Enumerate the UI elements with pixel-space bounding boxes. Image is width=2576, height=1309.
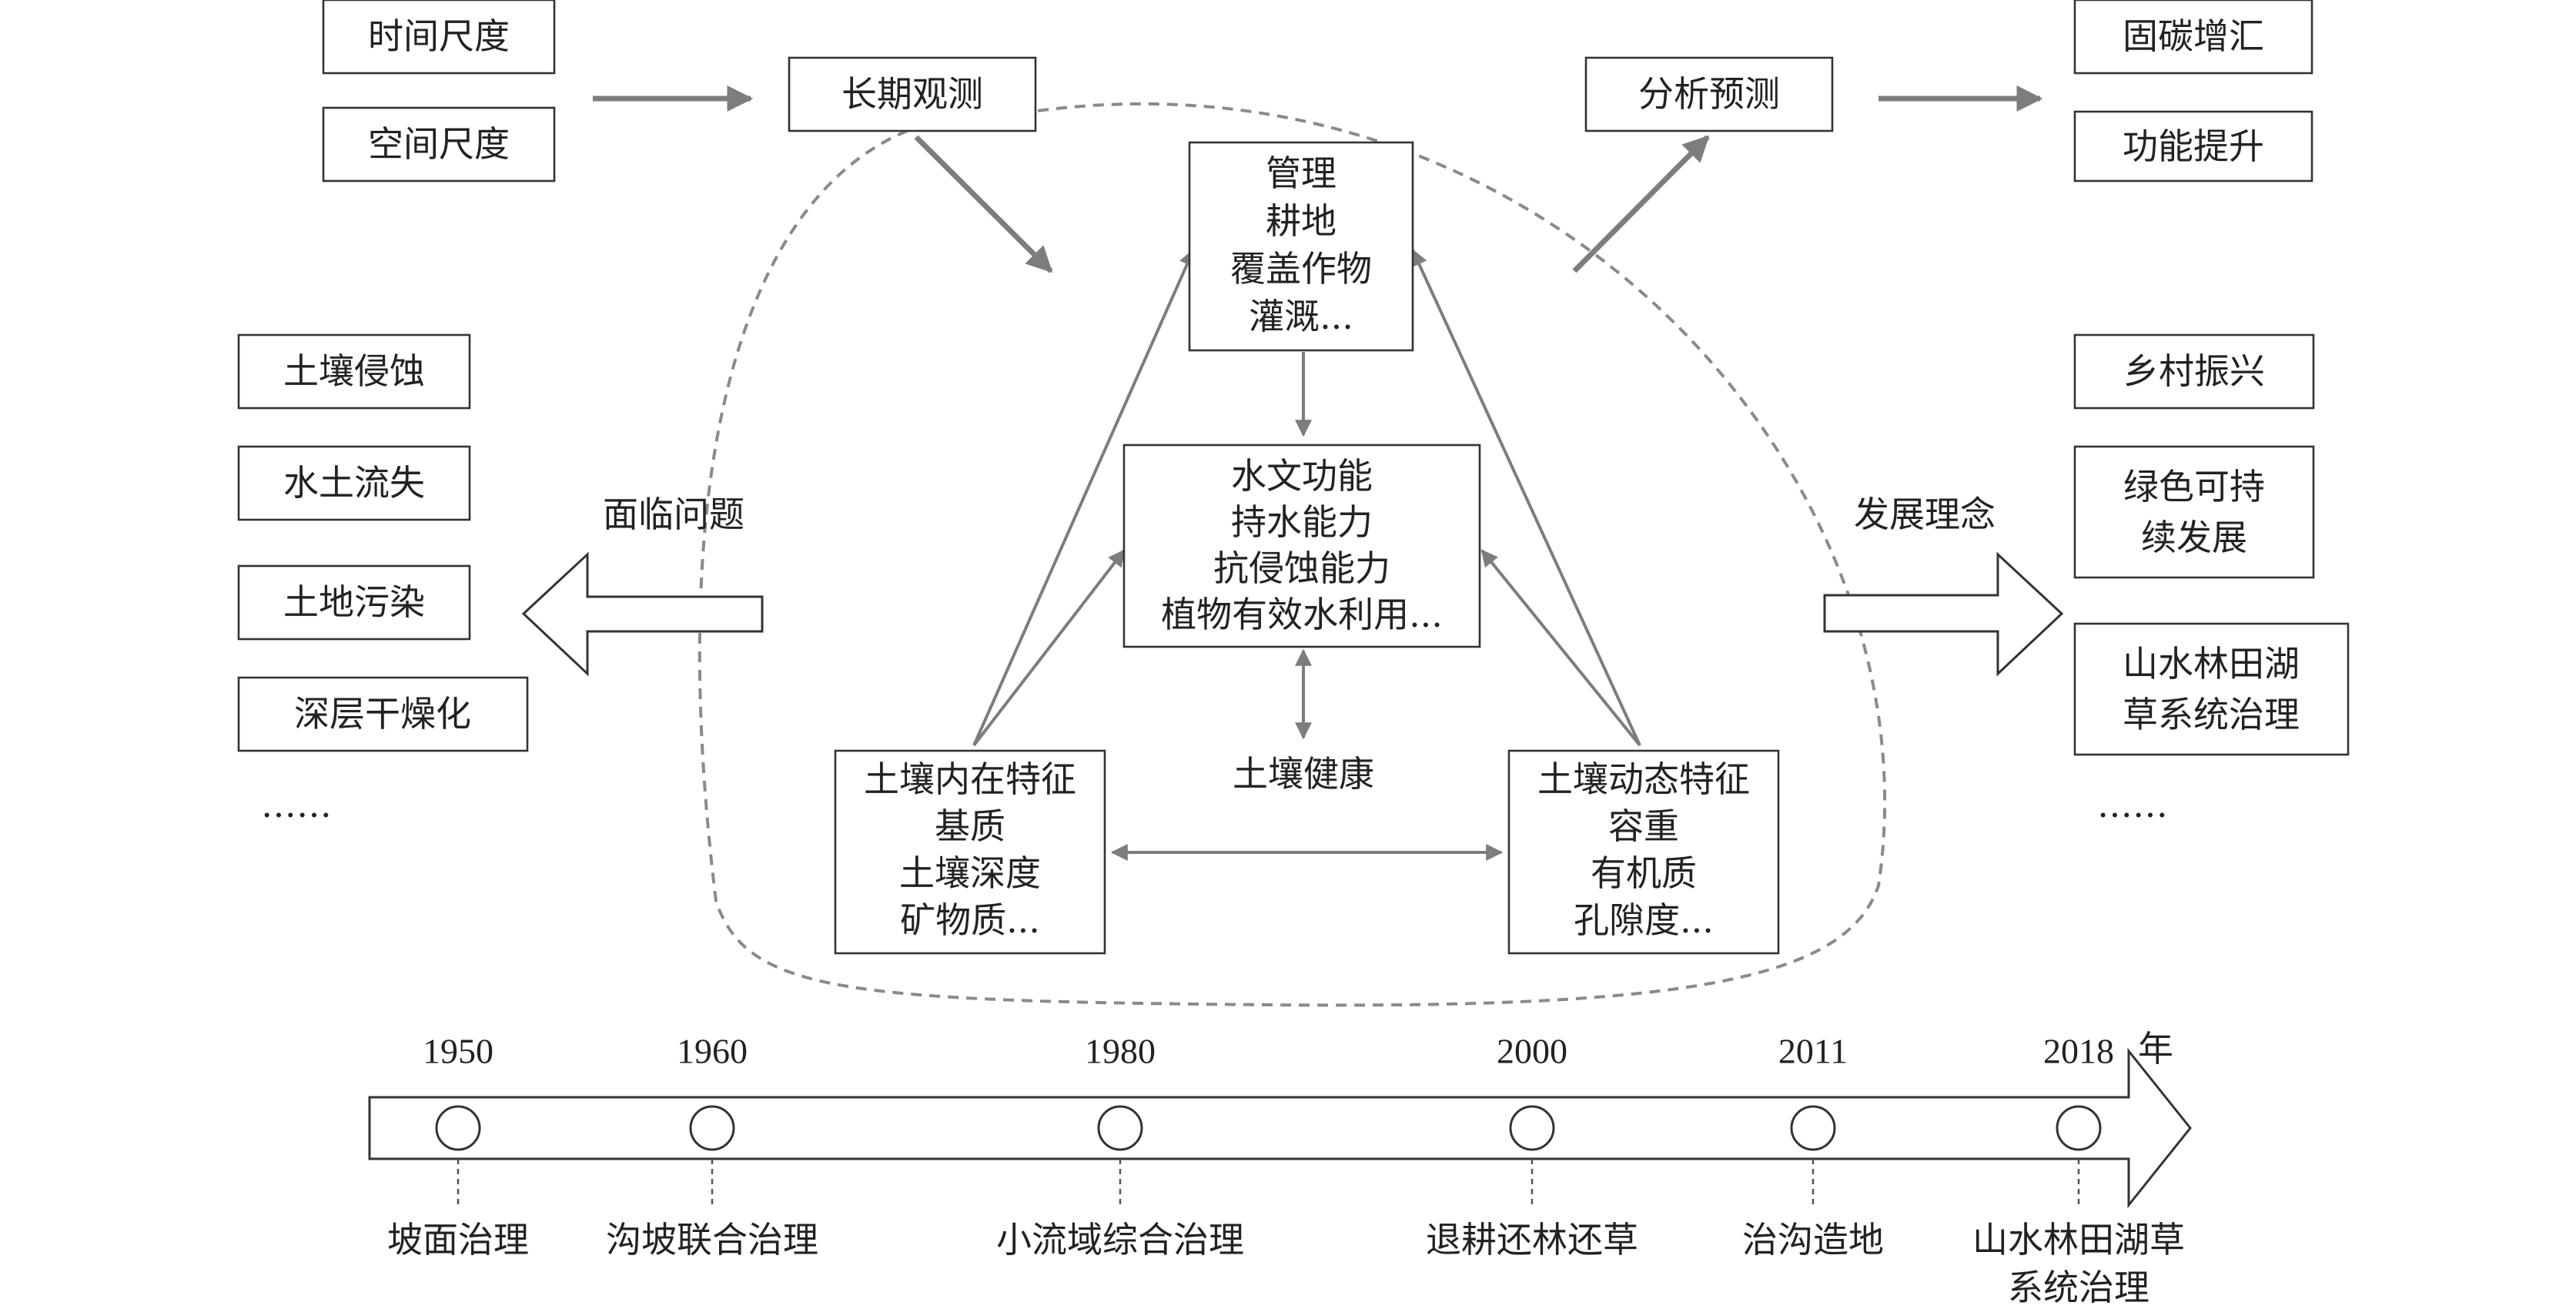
- node-circle-1960: [689, 1105, 735, 1151]
- problem-box-4: [237, 676, 529, 752]
- dynamic-line-1: 土壤动态特征: [1537, 758, 1750, 800]
- space-scale-box: [322, 106, 556, 182]
- arrow-inherent-to-management: [972, 248, 1196, 746]
- inherent-line-2: 基质: [935, 805, 1005, 847]
- concept-box-green: [2073, 445, 2315, 579]
- stage-2018-line1: 山水林田湖草: [1972, 1219, 2185, 1260]
- node-circle-1950: [435, 1105, 481, 1151]
- concepts-label: 发展理念: [1854, 494, 1996, 535]
- timeline-node-2000: 2000 退耕还林还草: [1426, 1032, 1638, 1261]
- dynamic-line-2: 容重: [1608, 805, 1679, 847]
- stage-1950: 坡面治理: [387, 1219, 529, 1260]
- management-line-4: 灌溉...: [1249, 296, 1353, 337]
- problem-text-4: 深层干燥化: [294, 693, 471, 735]
- year-1950: 1950: [423, 1032, 493, 1071]
- node-circle-1980: [1097, 1105, 1143, 1151]
- problem-text-1: 土壤侵蚀: [283, 350, 425, 392]
- concept-text-green-2: 续发展: [2141, 517, 2247, 558]
- management-line-3: 覆盖作物: [1230, 248, 1372, 290]
- timeline-node-1960: 1960 沟坡联合治理: [606, 1032, 818, 1261]
- stage-1980: 小流域综合治理: [996, 1219, 1244, 1260]
- dynamic-line-3: 有机质: [1591, 852, 1697, 894]
- stage-1960: 沟坡联合治理: [606, 1219, 818, 1260]
- problem-box-1: [237, 333, 471, 410]
- year-1960: 1960: [677, 1032, 748, 1071]
- arrow-dynamic-to-hydro: [1480, 549, 1641, 747]
- hydro-line-1: 水文功能: [1231, 455, 1373, 497]
- year-2018: 2018: [2043, 1032, 2114, 1071]
- management-box: [1188, 141, 1414, 352]
- hydro-line-4: 植物有效水利用...: [1161, 594, 1443, 635]
- dynamic-line-4: 孔隙度...: [1574, 899, 1714, 941]
- problem-ellipsis: ……: [261, 784, 332, 825]
- concept-box-rural: [2073, 333, 2315, 410]
- hydro-function-box: [1122, 444, 1481, 648]
- timeline-node-2011: 2011 治沟造地: [1742, 1032, 1884, 1261]
- function-improve-box: [2073, 110, 2313, 182]
- timeline-node-1950: 1950 坡面治理: [387, 1032, 529, 1261]
- problem-text-2: 水土流失: [283, 462, 425, 504]
- concept-text-system-1: 山水林田湖: [2123, 643, 2300, 685]
- space-scale-text: 空间尺度: [368, 123, 510, 165]
- timeline-unit: 年: [2138, 1028, 2173, 1070]
- analysis-prediction-box: [1584, 56, 1834, 132]
- dynamic-features-box: [1507, 749, 1780, 955]
- hydro-line-3: 抗侵蚀能力: [1213, 547, 1390, 589]
- carbon-sink-text: 固碳增汇: [2123, 15, 2264, 57]
- problem-text-3: 土地污染: [283, 581, 425, 623]
- problem-box-3: [237, 564, 471, 641]
- arrow-inherent-to-hydro: [972, 549, 1126, 747]
- hydro-line-2: 持水能力: [1231, 501, 1373, 543]
- problems-label: 面临问题: [603, 494, 744, 535]
- year-2000: 2000: [1497, 1032, 1567, 1071]
- year-2011: 2011: [1778, 1032, 1848, 1071]
- stage-2018-line2: 系统治理: [2008, 1267, 2149, 1308]
- node-circle-2011: [1790, 1105, 1836, 1151]
- concept-text-green-1: 绿色可持: [2123, 466, 2265, 507]
- node-circle-2018: [2056, 1105, 2102, 1151]
- inherent-line-3: 土壤深度: [899, 852, 1041, 894]
- arrow-observation-to-envelope: [914, 135, 1053, 273]
- inherent-line-1: 土壤内在特征: [864, 758, 1076, 800]
- year-1980: 1980: [1085, 1032, 1156, 1071]
- soil-health-boundary: [698, 102, 1887, 1007]
- node-circle-2000: [1509, 1105, 1555, 1151]
- concept-ellipsis: ……: [2097, 784, 2168, 825]
- analysis-prediction-text: 分析预测: [1638, 73, 1780, 115]
- time-scale-text: 时间尺度: [368, 15, 510, 57]
- long-term-observation-text: 长期观测: [841, 73, 983, 115]
- concept-text-system-2: 草系统治理: [2123, 694, 2300, 735]
- inherent-features-box: [834, 749, 1106, 955]
- inherent-line-4: 矿物质...: [900, 899, 1040, 941]
- problem-box-2: [237, 445, 471, 521]
- stage-2000: 退耕还林还草: [1426, 1219, 1638, 1260]
- carbon-sink-box: [2073, 0, 2313, 75]
- arrow-envelope-to-analysis: [1572, 135, 1710, 273]
- timeline-arrow: [368, 1047, 2192, 1209]
- problems-arrow: [521, 551, 764, 677]
- concepts-arrow: [1823, 551, 2064, 677]
- concept-box-system: [2073, 622, 2350, 756]
- timeline-node-2018: 2018 山水林田湖草 系统治理: [1972, 1032, 2185, 1309]
- management-line-2: 耕地: [1266, 200, 1337, 242]
- concept-text-rural: 乡村振兴: [2123, 350, 2265, 392]
- stage-2011: 治沟造地: [1742, 1219, 1884, 1260]
- time-scale-box: [322, 0, 556, 75]
- management-line-1: 管理: [1266, 152, 1337, 194]
- arrow-dynamic-to-management: [1411, 249, 1641, 746]
- soil-health-label: 土壤健康: [1233, 753, 1374, 795]
- timeline-node-1980: 1980 小流域综合治理: [996, 1032, 1244, 1261]
- function-improve-text: 功能提升: [2123, 126, 2264, 167]
- long-term-observation-box: [788, 56, 1037, 132]
